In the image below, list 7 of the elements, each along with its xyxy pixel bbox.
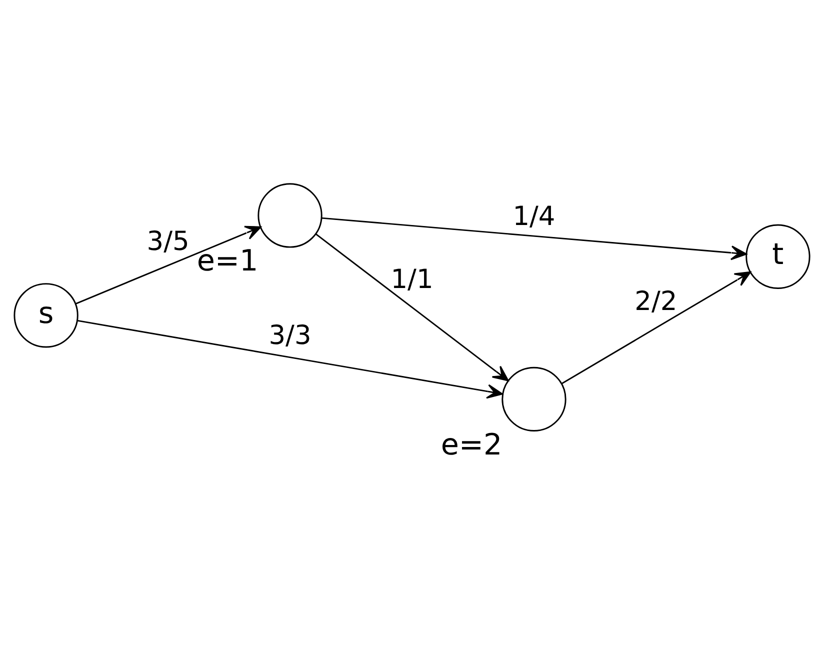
node-label: e=2 — [440, 426, 502, 461]
edge-label: 3/5 — [146, 225, 190, 256]
edge-label: 1/1 — [390, 264, 434, 295]
edge-label: 3/3 — [268, 319, 312, 350]
edge-label: 2/2 — [634, 286, 678, 317]
edge-label: 1/4 — [512, 200, 556, 232]
node-label: e=1 — [196, 243, 258, 278]
